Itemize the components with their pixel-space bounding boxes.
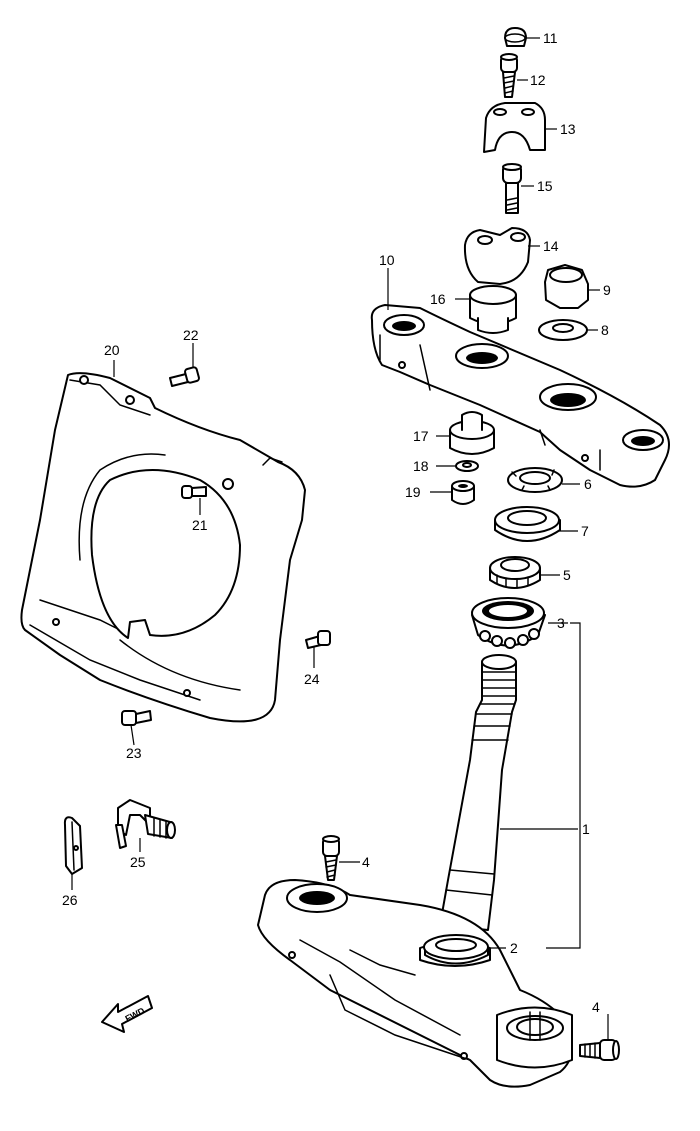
callout-24: 24 xyxy=(304,671,320,687)
part-6-ring-nut xyxy=(507,467,563,493)
callout-26: 26 xyxy=(62,892,78,908)
part-16-cushion xyxy=(469,285,517,334)
part-24-screw xyxy=(305,630,331,649)
callout-9: 9 xyxy=(603,282,611,298)
part-13-holder-upper xyxy=(483,102,546,153)
callout-22: 22 xyxy=(183,327,199,343)
part-7-dust-seal xyxy=(494,506,561,542)
part-15-bolt xyxy=(502,163,522,214)
leader-lines xyxy=(71,37,609,1040)
part-23-screw xyxy=(121,710,152,726)
callout-19: 19 xyxy=(405,484,421,500)
part-11-cap xyxy=(504,27,527,47)
callout-5: 5 xyxy=(563,567,571,583)
lower-bracket xyxy=(257,879,573,1088)
callout-7: 7 xyxy=(581,523,589,539)
part-3-lower-bearing xyxy=(471,597,546,649)
callout-23: 23 xyxy=(126,745,142,761)
callout-10: 10 xyxy=(379,252,395,268)
part-18-washer xyxy=(455,460,479,472)
part-4-bolt-lower xyxy=(579,1039,620,1061)
part-22-screw xyxy=(169,366,200,387)
callout-3: 3 xyxy=(557,615,565,631)
part-19-nut xyxy=(451,480,475,505)
callout-8: 8 xyxy=(601,322,609,338)
part-5-upper-bearing xyxy=(489,556,541,589)
callout-25: 25 xyxy=(130,854,146,870)
callout-21: 21 xyxy=(192,517,208,533)
callout-15: 15 xyxy=(537,178,553,194)
part-26-bracket xyxy=(63,816,83,875)
callout-16: 16 xyxy=(430,291,446,307)
part-17-cushion xyxy=(449,411,495,455)
part-25-clamp xyxy=(115,799,176,849)
callout-6: 6 xyxy=(584,476,592,492)
callout-1: 1 xyxy=(582,821,590,837)
part-20-cover xyxy=(20,372,306,723)
part-1-steering-stem xyxy=(439,654,517,931)
part-12-bolt xyxy=(500,53,518,98)
callout-20: 20 xyxy=(104,342,120,358)
callout-labels: 11 12 13 15 14 10 16 9 8 17 18 19 6 7 5 … xyxy=(62,30,611,1015)
callout-2: 2 xyxy=(510,940,518,956)
callout-12: 12 xyxy=(530,72,546,88)
part-10-upper-bracket xyxy=(370,304,670,488)
part-8-washer xyxy=(538,319,588,341)
part-14-holder-lower xyxy=(463,227,531,285)
fwd-arrow-icon: FWD xyxy=(101,995,153,1033)
callout-13: 13 xyxy=(560,121,576,137)
callout-17: 17 xyxy=(413,428,429,444)
callout-4-upper: 4 xyxy=(362,854,370,870)
callout-14: 14 xyxy=(543,238,559,254)
callout-4-lower: 4 xyxy=(592,999,600,1015)
callout-11: 11 xyxy=(543,30,558,46)
part-9-nut xyxy=(544,264,589,309)
callout-18: 18 xyxy=(413,458,429,474)
part-4-bolt-upper xyxy=(322,835,340,881)
part-2-dust-seal xyxy=(423,934,489,965)
part-21-screw xyxy=(181,485,207,499)
